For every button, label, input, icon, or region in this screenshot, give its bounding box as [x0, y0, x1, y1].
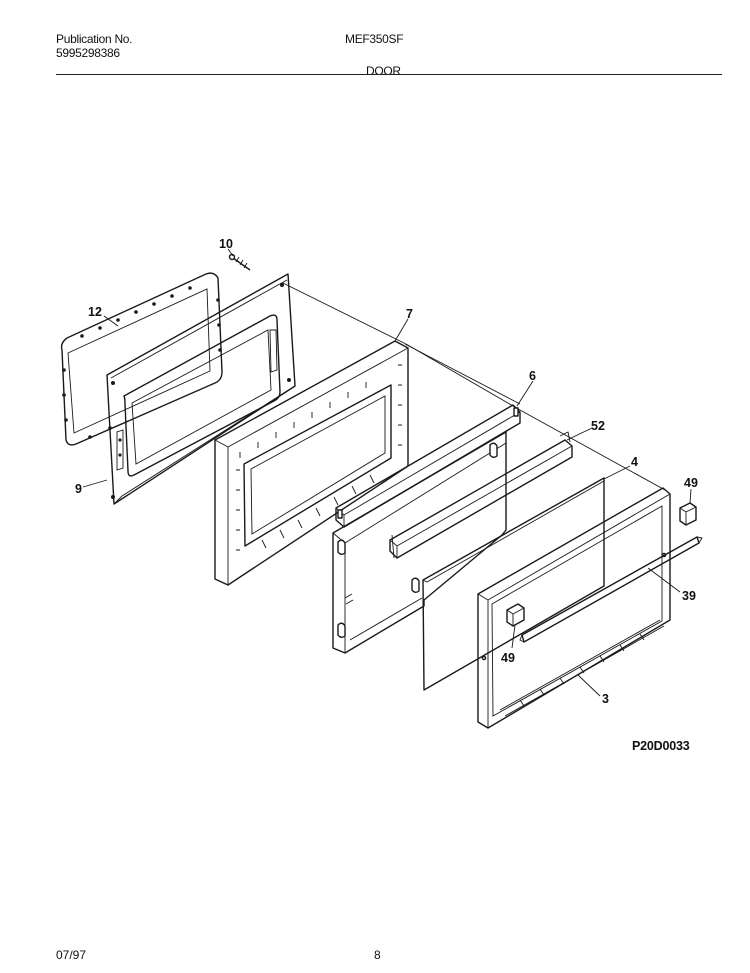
part-7-door-frame: [214, 340, 409, 586]
assembly-axis-lines: [282, 282, 666, 491]
callout-49-right: 49: [684, 476, 698, 490]
part-10-screw: [228, 253, 251, 271]
publication-label: Publication No.: [56, 32, 133, 46]
publication-number: 5995298386: [56, 46, 120, 60]
callout-4: 4: [631, 455, 638, 469]
callout-7: 7: [406, 307, 413, 321]
footer-page-number: 8: [374, 948, 381, 962]
callout-52: 52: [591, 419, 605, 433]
part-49-handle-end-cap-right: [679, 502, 697, 526]
part-4-glass-panel: [422, 477, 605, 691]
part-12-door-gasket: [60, 272, 223, 446]
model-number: MEF350SF: [345, 32, 404, 46]
part-49-handle-end-cap-left: [506, 603, 525, 627]
part-52-support-bracket: [389, 431, 573, 559]
part-6-door-channel: [335, 404, 521, 528]
callout-3: 3: [602, 692, 609, 706]
callout-49-left: 49: [501, 651, 515, 665]
header-rule: [56, 74, 722, 75]
footer-date: 07/97: [56, 948, 87, 962]
callout-9: 9: [75, 482, 82, 496]
callout-leader-lines: [82, 248, 692, 697]
callout-39: 39: [682, 589, 696, 603]
part-39-door-handle: [519, 536, 703, 643]
door-back-panel: [332, 431, 507, 654]
part-3-outer-door-panel: [477, 487, 671, 729]
callout-6: 6: [529, 369, 536, 383]
part-9-inner-door-liner: [106, 273, 296, 505]
callout-12: 12: [88, 305, 102, 319]
figure-code: P20D0033: [632, 739, 690, 753]
callout-10: 10: [219, 237, 233, 251]
